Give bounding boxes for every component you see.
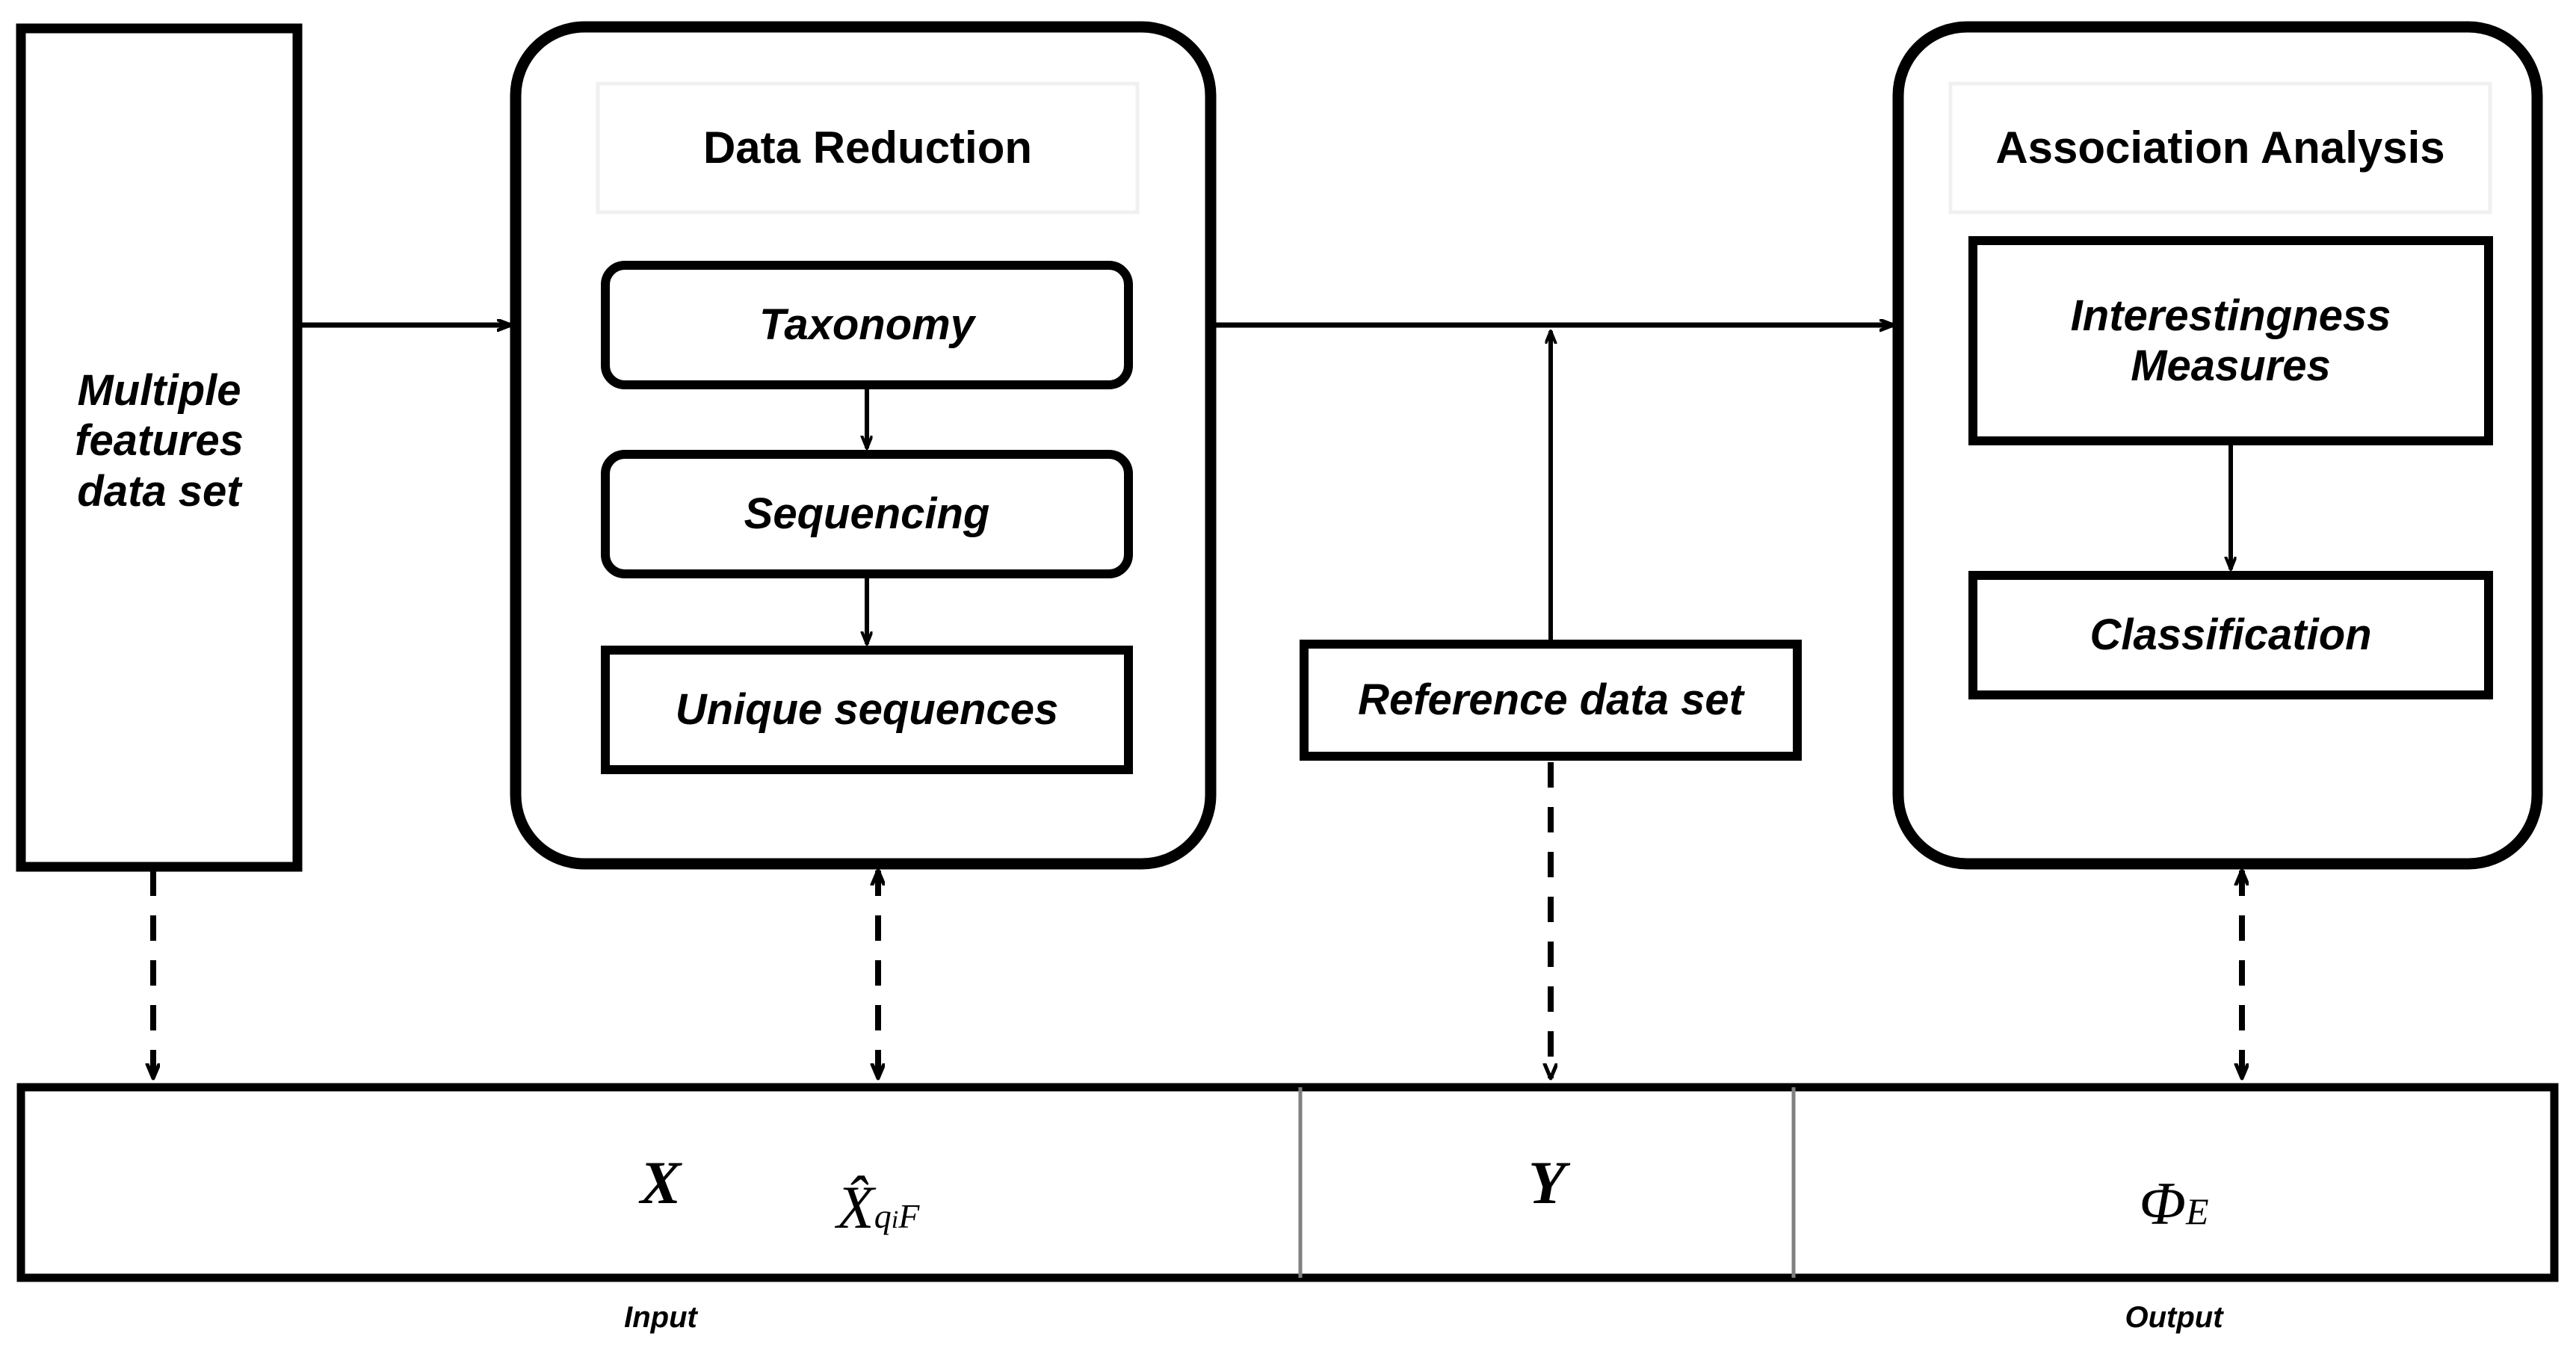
node-interestingness-measures-box: [1968, 236, 2493, 445]
legend-bar: [16, 1083, 2559, 1282]
reference-box: [1300, 640, 1802, 761]
node-classification-box: [1968, 571, 2493, 699]
panel-data-reduction-title-box: [596, 81, 1140, 214]
source-box: [16, 23, 303, 872]
panel-association-analysis-title-box: [1948, 81, 2492, 214]
node-taxonomy-box: [601, 261, 1133, 389]
node-unique-sequences-box: [601, 646, 1133, 774]
node-sequencing-box: [601, 450, 1133, 578]
